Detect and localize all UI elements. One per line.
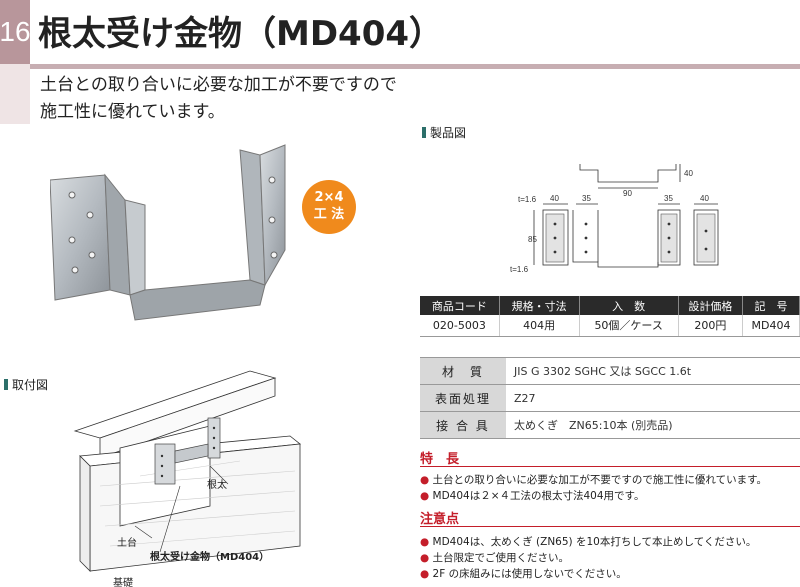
property-value: 太めくぎ ZN65:10本 (別売品): [506, 411, 800, 439]
dim-w1: 40: [550, 194, 559, 203]
bullet-icon: ●: [420, 474, 430, 486]
spec-col-header: 入 数: [579, 296, 679, 315]
product-drawing-label: 製品図: [422, 124, 466, 141]
features-rule: [420, 466, 800, 467]
installation-drawing: [73, 370, 302, 572]
spec-table-header: 商品コード 規格・寸法 入 数 設計価格 記 号: [420, 296, 800, 315]
quantity: 50個／ケース: [579, 315, 679, 337]
notes-list: ● MD404は、太めくぎ (ZN65) を10本打ちして本止めしてください。 …: [420, 534, 756, 582]
installation-label: 取付図: [4, 376, 48, 393]
list-item: ● 土台限定でご使用ください。: [420, 552, 570, 564]
joist-label: 根太: [207, 480, 227, 491]
table-row: 020-5003 404用 50個／ケース 200円 MD404: [420, 315, 800, 337]
spec-col-header: 記 号: [742, 296, 800, 315]
dim-w3: 35: [664, 194, 673, 203]
notes-heading: 注意点: [420, 512, 460, 527]
page-number: 16: [0, 0, 31, 64]
section-marker-icon: [422, 127, 426, 138]
page-title: 根太受け金物（MD404）: [38, 14, 444, 54]
list-item: ● 土台との取り合いに必要な加工が不要ですので施工性に優れています。: [420, 474, 768, 486]
intro-line-1: 土台との取り合いに必要な加工が不要ですので: [40, 75, 397, 95]
table-row: 表面処理 Z27: [420, 384, 800, 412]
dim-t-bottom: t=1.6: [510, 265, 529, 274]
properties-table: 材 質 JIS G 3302 SGHC 又は SGCC 1.6t 表面処理 Z2…: [420, 357, 800, 439]
dim-t-top: t=1.6: [518, 195, 537, 204]
spec-table: 商品コード 規格・寸法 入 数 設計価格 記 号 020-5003 404用 5…: [420, 296, 800, 337]
bullet-icon: ●: [420, 552, 430, 564]
features-heading: 特 長: [420, 452, 460, 467]
bullet-icon: ●: [420, 568, 430, 580]
dim-top-h: 40: [684, 169, 693, 178]
intro-line-2: 施工性に優れています。: [40, 102, 225, 122]
price: 200円: [678, 315, 743, 337]
dim-height: 85: [528, 235, 537, 244]
intro-text: 土台との取り合いに必要な加工が不要ですので 施工性に優れています。: [40, 72, 397, 126]
product-code: 020-5003: [420, 315, 500, 337]
list-item: ● MD404は、太めくぎ (ZN65) を10本打ちして本止めしてください。: [420, 536, 757, 548]
property-key: 接 合 具: [420, 411, 506, 439]
property-value: Z27: [506, 384, 800, 412]
list-item: ● MD404は２×４工法の根太寸法404用です。: [420, 490, 645, 502]
property-value: JIS G 3302 SGHC 又は SGCC 1.6t: [506, 357, 800, 385]
bullet-icon: ●: [420, 536, 430, 548]
dim-w2: 35: [582, 194, 591, 203]
symbol: MD404: [742, 315, 800, 337]
table-row: 材 質 JIS G 3302 SGHC 又は SGCC 1.6t: [420, 357, 800, 385]
bullet-icon: ●: [420, 490, 430, 502]
section-marker-icon: [4, 379, 8, 390]
badge-line-1: 2×4: [314, 190, 344, 205]
title-rule: [30, 64, 800, 69]
2x4-method-badge: 2×4 工 法: [302, 180, 356, 234]
size: 404用: [499, 315, 580, 337]
hardware-label: 根太受け金物（MD404）: [150, 552, 270, 563]
spec-col-header: 商品コード: [420, 296, 500, 315]
foundation-label: 基礎: [113, 578, 133, 587]
list-item: ● 2F の床組みには使用しないでください。: [420, 568, 627, 580]
dim-w4: 40: [700, 194, 709, 203]
spec-col-header: 規格・寸法: [499, 296, 580, 315]
product-drawing: t=1.6 40 35 35 40 90 85 40 t=1.6: [510, 164, 719, 274]
table-row: 接 合 具 太めくぎ ZN65:10本 (別売品): [420, 411, 800, 439]
side-strip: [0, 64, 30, 124]
notes-rule: [420, 526, 800, 527]
product-image: [50, 144, 286, 321]
sill-label: 土台: [117, 538, 137, 549]
property-key: 材 質: [420, 357, 506, 385]
features-list: ● 土台との取り合いに必要な加工が不要ですので施工性に優れています。 ● MD4…: [420, 472, 767, 504]
badge-line-2: 工 法: [313, 207, 345, 222]
property-key: 表面処理: [420, 384, 506, 412]
dim-inner: 90: [623, 189, 632, 198]
spec-col-header: 設計価格: [678, 296, 743, 315]
